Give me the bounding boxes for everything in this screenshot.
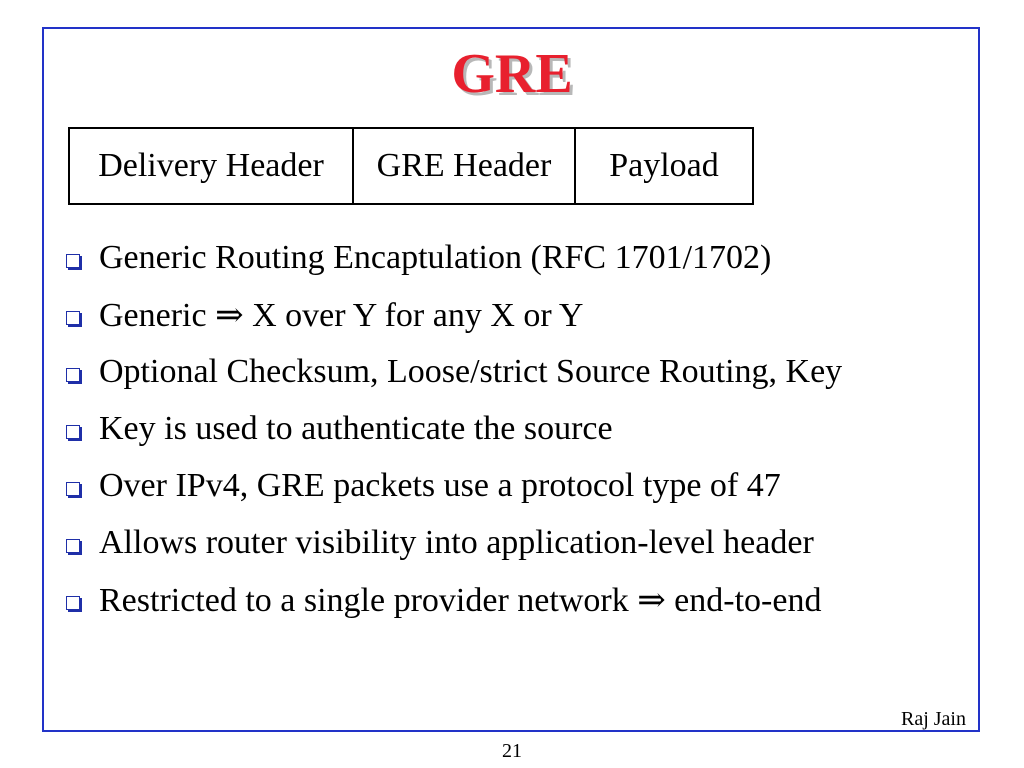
packet-field-payload: Payload [574,129,752,203]
bullet-text: Key is used to authenticate the source [99,409,613,447]
bullet-item: Optional Checksum, Loose/strict Source R… [66,343,842,400]
bullet-item: Generic ⇒ X over Y for any X or Y [66,286,842,343]
bullet-text: Generic Routing Encaptulation (RFC 1701/… [99,238,772,276]
bullet-item: Generic Routing Encaptulation (RFC 1701/… [66,229,842,286]
packet-field-delivery-header: Delivery Header [98,147,324,184]
bullet-text: Restricted to a single provider network … [99,581,822,619]
bullet-text: Generic ⇒ X over Y for any X or Y [99,296,584,334]
bullet-list: Generic Routing Encaptulation (RFC 1701/… [66,229,842,628]
square-bullet-icon [66,538,80,553]
packet-field-gre-header: GRE Header [352,129,574,203]
bullet-text: Over IPv4, GRE packets use a protocol ty… [99,466,781,504]
square-bullet-icon [66,367,80,382]
square-bullet-icon [66,253,80,268]
bullet-text: Allows router visibility into applicatio… [99,523,814,561]
square-bullet-icon [66,595,80,610]
square-bullet-icon [66,424,80,439]
author-credit: Raj Jain [901,708,966,730]
page-number: 21 [502,740,522,762]
bullet-item: Restricted to a single provider network … [66,571,842,628]
square-bullet-icon [66,481,80,496]
square-bullet-icon [66,310,80,325]
bullet-item: Over IPv4, GRE packets use a protocol ty… [66,457,842,514]
slide-frame [42,27,980,732]
packet-format-diagram: Delivery Header GRE Header Payload [68,127,754,205]
bullet-item: Key is used to authenticate the source [66,400,842,457]
bullet-item: Allows router visibility into applicatio… [66,514,842,571]
slide-title: GRE [451,43,573,105]
bullet-text: Optional Checksum, Loose/strict Source R… [99,352,843,390]
